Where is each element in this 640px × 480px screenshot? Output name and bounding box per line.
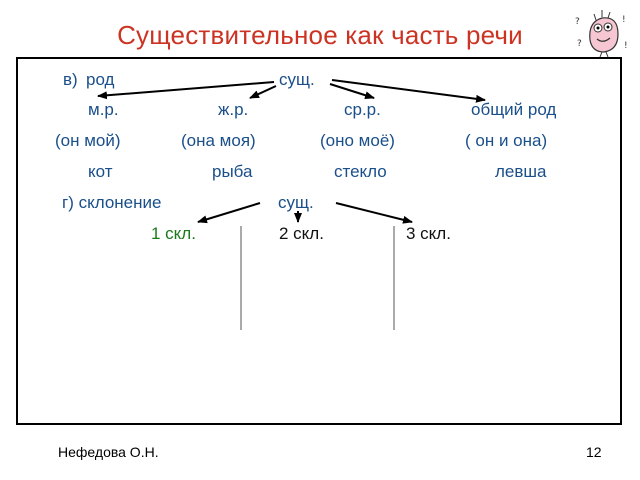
gender-feminine-pronoun: (она моя) — [181, 131, 256, 150]
arrow-to-feminine — [249, 85, 277, 99]
gender-neuter-abbr: ср.р. — [344, 100, 381, 119]
footer-author: Нефедова О.Н. — [58, 444, 159, 460]
declension-type-2: 2 скл. — [279, 224, 324, 243]
svg-text:?: ? — [577, 39, 582, 49]
arrow-to-declension-3 — [335, 202, 413, 224]
gender-common-example: левша — [495, 162, 547, 181]
declension-type-1: 1 скл. — [151, 224, 196, 243]
cartoon-character-icon: ? ! ? ! — [572, 6, 634, 63]
arrow-to-common — [331, 79, 486, 103]
declension-type-3: 3 скл. — [406, 224, 451, 243]
arrow-to-declension-1 — [197, 202, 261, 224]
content-box — [16, 57, 622, 425]
gender-common-pronoun: ( он и она) — [465, 131, 548, 150]
slide-title: Существительное как часть речи — [117, 20, 523, 50]
gender-feminine-abbr: ж.р. — [218, 100, 249, 119]
gender-masculine-example: кот — [88, 162, 113, 181]
svg-text:!: ! — [622, 15, 626, 25]
gender-neuter-pronoun: (оно моё) — [320, 131, 395, 150]
gender-section-label: род — [86, 70, 115, 89]
declension-root-node: сущ. — [278, 193, 314, 212]
arrow-to-neuter — [329, 83, 375, 100]
gender-masculine-pronoun: (он мой) — [55, 131, 121, 150]
gender-feminine-example: рыба — [212, 162, 253, 181]
page-number: 12 — [586, 444, 602, 460]
gender-root-node: сущ. — [279, 70, 315, 89]
arrow-to-masculine — [97, 81, 275, 100]
svg-text:?: ? — [575, 17, 580, 27]
gender-common-abbr: общий род — [471, 100, 557, 119]
svg-text:!: ! — [624, 41, 628, 51]
gender-section-prefix: в) — [63, 70, 78, 89]
gender-neuter-example: стекло — [334, 162, 387, 181]
gender-masculine-abbr: м.р. — [88, 100, 119, 119]
declension-section-label: г) склонение — [62, 193, 162, 212]
